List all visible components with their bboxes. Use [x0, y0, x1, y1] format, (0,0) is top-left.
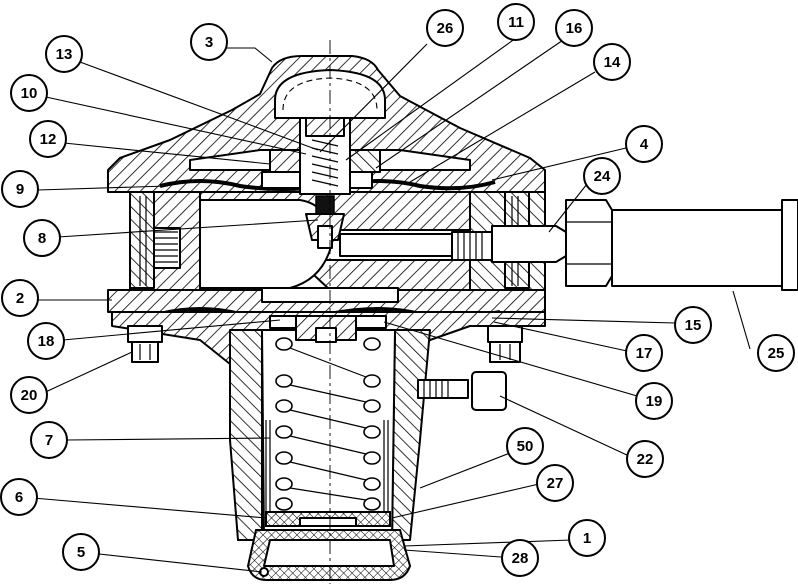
callout-1-label: 1: [583, 530, 591, 547]
callout-28-label: 28: [512, 550, 529, 567]
callout-8: 8: [23, 219, 61, 257]
callout-12: 12: [29, 120, 67, 158]
callout-19: 19: [635, 382, 673, 420]
pilot-assembly: [269, 117, 381, 249]
callout-50: 50: [506, 427, 544, 465]
side-fitting: [417, 371, 507, 411]
callout-3: 3: [190, 23, 228, 61]
callout-15-label: 15: [685, 317, 702, 334]
callout-1: 1: [568, 519, 606, 557]
callout-25: 25: [757, 334, 795, 372]
callout-27-label: 27: [547, 475, 564, 492]
callout-6: 6: [0, 478, 38, 516]
callout-2: 2: [1, 279, 39, 317]
callout-15: 15: [674, 306, 712, 344]
callout-26: 26: [426, 9, 464, 47]
callout-19-label: 19: [646, 393, 663, 410]
left-bolt: [127, 325, 163, 363]
callout-12-label: 12: [40, 131, 57, 148]
callout-20-label: 20: [21, 387, 38, 404]
callout-9: 9: [1, 170, 39, 208]
callout-22-label: 22: [637, 451, 654, 468]
callout-16-label: 16: [566, 20, 583, 37]
spring-top-washer: [269, 315, 387, 343]
callout-17-label: 17: [636, 345, 653, 362]
callout-16: 16: [555, 9, 593, 47]
outlet-pipe: [565, 199, 798, 291]
callout-24-label: 24: [594, 168, 611, 185]
callout-10: 10: [10, 74, 48, 112]
spring-housing: [111, 311, 546, 541]
outlet-fitting: [451, 225, 567, 263]
callout-2-label: 2: [16, 290, 24, 307]
callout-5-label: 5: [77, 544, 85, 561]
callout-18: 18: [27, 322, 65, 360]
valve-body: [107, 191, 546, 313]
callout-4-label: 4: [640, 136, 649, 153]
callout-4: 4: [625, 125, 663, 163]
main-spring: [275, 337, 381, 511]
callout-27: 27: [536, 464, 574, 502]
callout-7-label: 7: [45, 432, 53, 449]
callout-50-label: 50: [517, 438, 534, 455]
callout-6-label: 6: [15, 489, 23, 506]
callout-25-label: 25: [768, 345, 785, 362]
callout-11-label: 11: [508, 14, 524, 31]
callout-24: 24: [583, 157, 621, 195]
callout-17: 17: [625, 334, 663, 372]
right-bolt: [487, 325, 523, 363]
callout-10-label: 10: [21, 85, 38, 102]
callout-9-label: 9: [16, 181, 24, 198]
callout-22: 22: [626, 440, 664, 478]
leader-lines: [32, 35, 751, 573]
callout-11: 11: [497, 3, 535, 41]
callout-26-label: 26: [437, 20, 454, 37]
adjusting-seat: [265, 511, 391, 527]
callout-14-label: 14: [604, 54, 621, 71]
callout-7: 7: [30, 421, 68, 459]
callout-3-label: 3: [205, 34, 213, 51]
callout-14: 14: [593, 43, 631, 81]
bottom-cap: [246, 529, 412, 581]
callout-13-label: 13: [56, 46, 73, 63]
callout-5: 5: [62, 533, 100, 571]
callout-13: 13: [45, 35, 83, 73]
callout-18-label: 18: [38, 333, 55, 350]
callout-20: 20: [10, 376, 48, 414]
callout-28: 28: [501, 539, 539, 577]
callout-8-label: 8: [38, 230, 46, 247]
